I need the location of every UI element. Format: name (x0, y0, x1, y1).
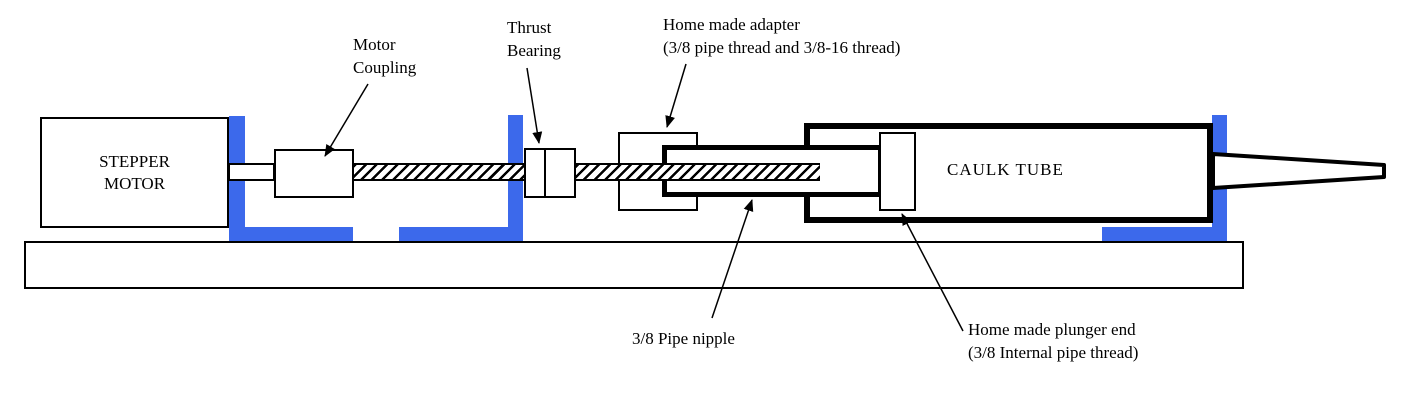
tube-mount-bracket-vertical (1212, 115, 1227, 241)
coupling-arrow (324, 83, 369, 157)
threaded-rod (353, 163, 820, 181)
pipe-nipple-label: 3/8 Pipe nipple (632, 329, 735, 348)
thrust-bearing-label-line2: Bearing (507, 41, 561, 60)
motor-coupling-label: Motor Coupling (353, 33, 416, 79)
motor-shaft (228, 163, 275, 181)
adapter-label-line1: Home made adapter (663, 15, 800, 34)
thrust-bearing-divider (544, 150, 546, 196)
plunger-end (879, 132, 916, 211)
motor-coupling-label-line2: Coupling (353, 58, 417, 77)
thrust-bearing-label: Thrust Bearing (507, 16, 561, 62)
stepper-motor-label-line1: STEPPER (99, 151, 170, 171)
adapter-arrow (665, 63, 687, 128)
motor-mount-bracket-foot (229, 227, 353, 241)
motor-coupling-box (274, 149, 354, 198)
tube-mount-bracket-foot (1102, 227, 1227, 241)
adapter-label-line2: (3/8 pipe thread and 3/8-16 thread) (663, 38, 901, 57)
stepper-motor-box: STEPPER MOTOR (40, 117, 229, 228)
plunger-label-line1: Home made plunger end (968, 320, 1136, 339)
plunger-label-line2: (3/8 Internal pipe thread) (968, 343, 1139, 362)
thrust-bearing-box (524, 148, 576, 198)
thrust-bearing-label-line1: Thrust (507, 18, 552, 37)
bearing-arrow (526, 67, 543, 144)
base-plate (24, 241, 1244, 289)
adapter-label: Home made adapter (3/8 pipe thread and 3… (663, 13, 900, 59)
motor-coupling-label-line1: Motor (353, 35, 396, 54)
plunger-label: Home made plunger end (3/8 Internal pipe… (968, 318, 1138, 364)
caulk-tube-label: CAULK TUBE (947, 160, 1064, 179)
bearing-mount-bracket-foot (399, 227, 523, 241)
stepper-motor-label-line2: MOTOR (103, 173, 166, 193)
nozzle (1211, 152, 1386, 190)
